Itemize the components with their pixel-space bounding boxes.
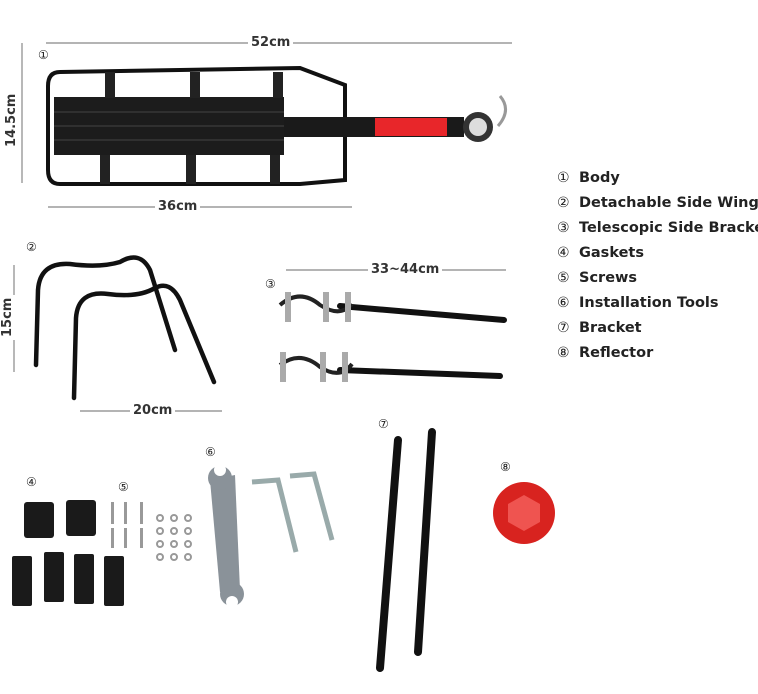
part-number-4: ④ [26, 475, 37, 489]
legend-number: ⑤ [557, 270, 570, 286]
legend-number: ⑥ [557, 295, 570, 311]
legend-number: ② [557, 195, 570, 211]
legend-number: ⑧ [557, 345, 570, 361]
legend-label: Screws [579, 270, 638, 286]
legend-label: Detachable Side Wing [579, 195, 758, 211]
legend-label: Gaskets [579, 245, 644, 261]
dim-wing-width: 20cm [130, 403, 176, 418]
legend-item-side-bracket: ③ Telescopic Side Bracket [557, 218, 758, 243]
dim-wing-height: 15cm [0, 294, 15, 340]
part-number-6: ⑥ [205, 445, 216, 459]
part-number-1: ① [38, 48, 49, 62]
screws [111, 502, 192, 561]
installation-tools [208, 464, 335, 608]
support-brackets [376, 428, 436, 672]
legend-number: ① [557, 170, 570, 186]
reflector [493, 482, 555, 544]
dim-bracket-length: 33~44cm [368, 262, 443, 277]
legend-item-gaskets: ④ Gaskets [557, 243, 758, 268]
dim-body-platform: 36cm [155, 199, 201, 214]
rack-body [46, 65, 507, 186]
part-number-3: ③ [265, 277, 276, 291]
part-number-5: ⑤ [118, 480, 129, 494]
warning-label [375, 118, 447, 136]
legend-item-reflector: ⑧ Reflector [557, 343, 758, 368]
legend-item-body: ① Body [557, 168, 758, 193]
legend-number: ③ [557, 220, 570, 236]
legend-label: Installation Tools [579, 295, 719, 311]
legend-item-screws: ⑤ Screws [557, 268, 758, 293]
part-number-2: ② [26, 240, 37, 254]
part-number-7: ⑦ [378, 417, 389, 431]
legend-label: Bracket [579, 320, 642, 336]
side-wings [33, 255, 217, 401]
parts-legend: ① Body ② Detachable Side Wing ③ Telescopic … [557, 168, 758, 368]
legend-label: Body [579, 170, 620, 186]
legend-number: ④ [557, 245, 570, 261]
legend-item-bracket: ⑦ Bracket [557, 318, 758, 343]
gaskets [12, 500, 124, 606]
part-number-8: ⑧ [500, 460, 511, 474]
dim-body-height: 14.5cm [4, 90, 19, 150]
legend-item-side-wing: ② Detachable Side Wing [557, 193, 758, 218]
legend-item-tools: ⑥ Installation Tools [557, 293, 758, 318]
legend-label: Telescopic Side Bracket [579, 220, 758, 236]
legend-number: ⑦ [557, 320, 570, 336]
telescopic-brackets [278, 292, 507, 382]
legend-label: Reflector [579, 345, 654, 361]
dim-body-length: 52cm [248, 35, 294, 50]
